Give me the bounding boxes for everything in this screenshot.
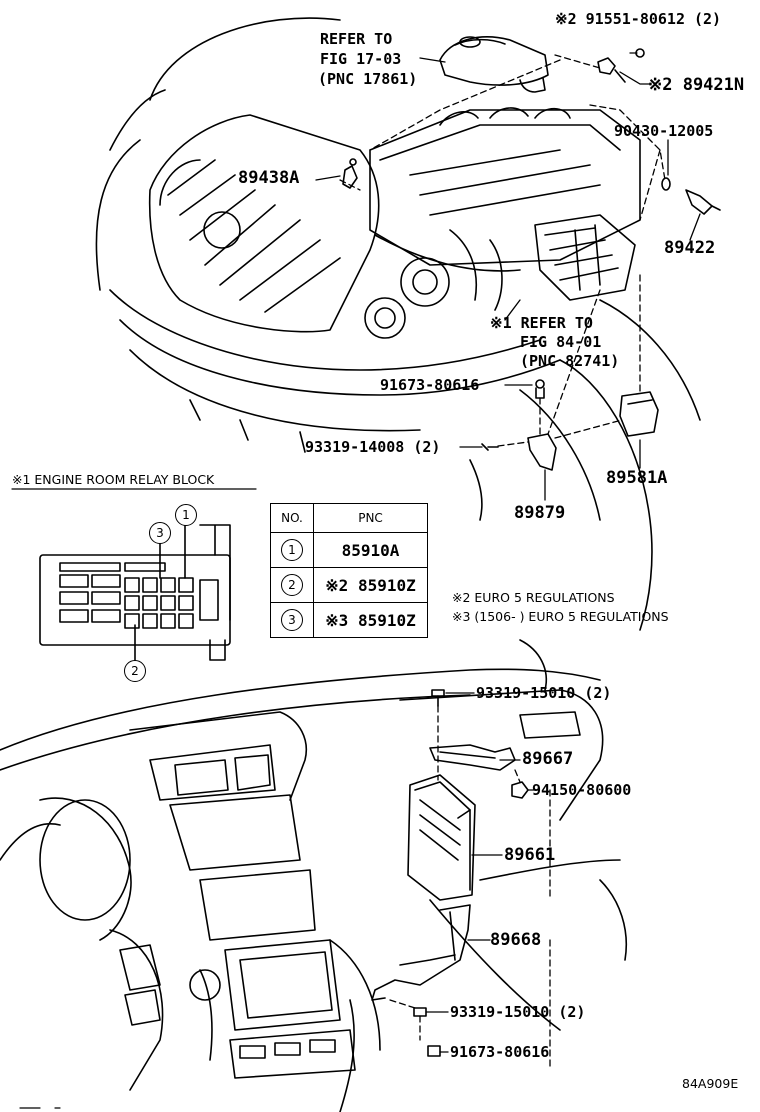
callout-refer-17-line1: REFER TO — [320, 30, 393, 48]
row-number-marker: 3 — [281, 609, 303, 631]
relay-marker-1: 1 — [175, 504, 197, 526]
callout-89438a: 89438A — [238, 168, 300, 188]
callout-91673-80616-top: 91673-80616 — [380, 376, 480, 394]
callout-93319-15010-top: 93319-15010 (2) — [476, 684, 612, 702]
note-euro5: ※2 EURO 5 REGULATIONS — [452, 590, 615, 605]
callout-91673-80616-bottom: 91673-80616 — [450, 1043, 550, 1061]
pnc-table: NO. PNC 1 85910A 2 ※2 85910Z 3 ※3 85910Z — [270, 503, 428, 638]
pnc-value: ※3 85910Z — [313, 602, 428, 638]
callout-refer-84-line2: FIG 84-01 — [520, 333, 602, 351]
callout-91551-80612: ※2 91551-80612 (2) — [555, 10, 722, 28]
relay-block-title: ※1 ENGINE ROOM RELAY BLOCK — [12, 472, 215, 487]
row-number-marker: 1 — [281, 539, 303, 561]
figure-code: 84A909E — [682, 1076, 739, 1091]
pnc-value: ※2 85910Z — [313, 567, 428, 603]
bracket-89667 — [429, 744, 516, 771]
ecu-89581a — [619, 391, 659, 437]
pnc-value: 85910A — [313, 532, 428, 568]
nut-94150 — [511, 781, 529, 799]
callout-89422: 89422 — [664, 238, 716, 258]
relay-block-drawing — [39, 519, 231, 661]
table-row: 3 ※3 85910Z — [270, 602, 428, 638]
relay-marker-2: 2 — [124, 660, 146, 682]
table-row: 1 85910A — [270, 532, 428, 568]
air-intake-duct — [439, 36, 549, 93]
table-row: 2 ※2 85910Z — [270, 567, 428, 603]
pnc-header-no: NO. — [270, 503, 314, 533]
callout-89421n: ※2 89421N — [648, 75, 745, 95]
sensor-89421n — [597, 48, 645, 83]
lower-leader-lines — [389, 705, 551, 1071]
callout-90430-12005: 90430-12005 — [614, 122, 714, 140]
engine-assembly — [369, 107, 641, 311]
dashboard-outline — [0, 639, 628, 1112]
callout-refer-17-line3: (PNC 17861) — [318, 70, 418, 88]
callout-89667: 89667 — [522, 749, 574, 769]
relay-marker-3: 3 — [149, 522, 171, 544]
vehicle-front-outline — [95, 17, 701, 631]
callout-93319-14008: 93319-14008 (2) — [305, 438, 441, 456]
upper-leader-lines — [339, 54, 666, 447]
bracket-89668 — [371, 904, 471, 1001]
lower-callout-lines — [425, 692, 539, 1053]
bolts-lower — [413, 689, 445, 1057]
note-euro5-1506: ※3 (1506- ) EURO 5 REGULATIONS — [452, 609, 669, 624]
ecu-89661 — [407, 774, 476, 901]
callout-89668: 89668 — [490, 930, 542, 950]
callout-refer-17-line2: FIG 17-03 — [320, 50, 402, 68]
callout-refer-84-line3: (PNC 82741) — [520, 352, 620, 370]
sensor-89438a — [342, 158, 358, 189]
callout-89581a: 89581A — [606, 468, 668, 488]
pnc-header-pnc: PNC — [313, 503, 428, 533]
sensor-89422 — [661, 177, 721, 215]
callout-89661: 89661 — [504, 845, 556, 865]
upper-callout-lines — [315, 52, 701, 501]
callout-93319-15010-bottom: 93319-15010 (2) — [450, 1003, 586, 1021]
callout-89879: 89879 — [514, 503, 566, 523]
row-number-marker: 2 — [281, 574, 303, 596]
pnc-table-header: NO. PNC — [270, 503, 428, 533]
callout-94150-80600: 94150-80600 — [532, 781, 632, 799]
bracket-89879 — [481, 379, 557, 471]
callout-refer-84-line1: ※1 REFER TO — [490, 314, 593, 332]
